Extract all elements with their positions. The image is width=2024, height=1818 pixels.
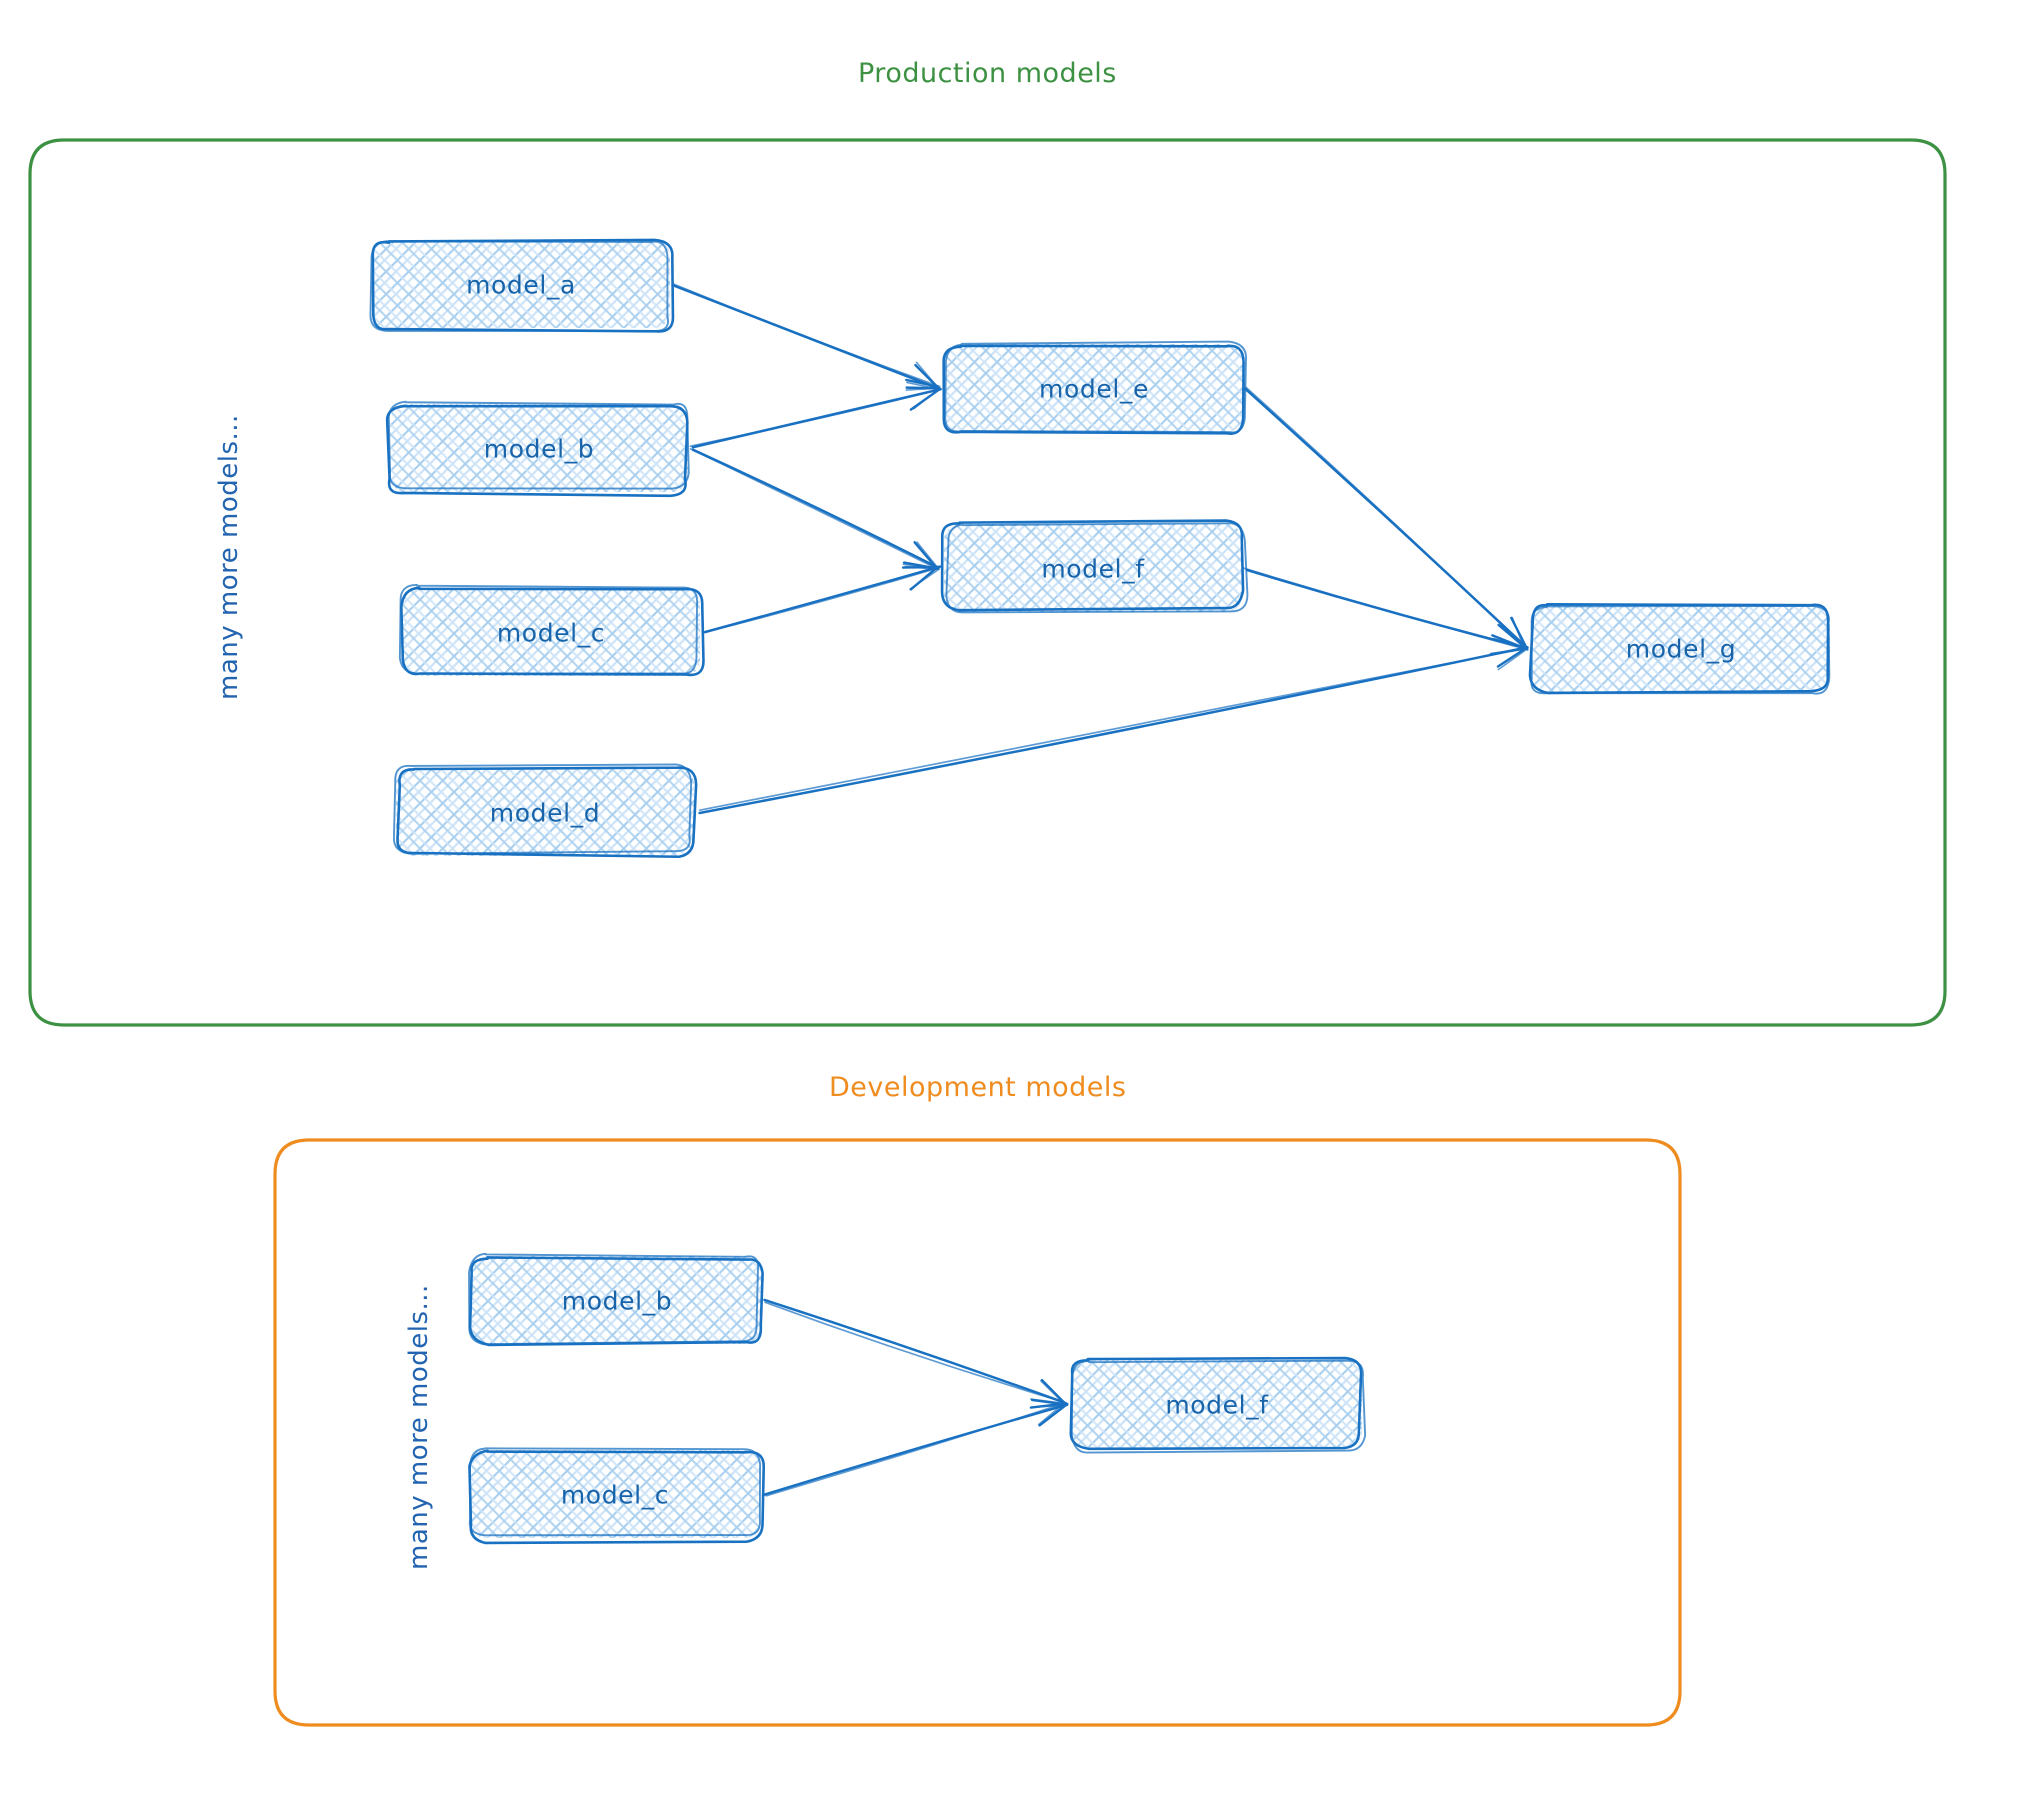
model-edge — [689, 448, 939, 571]
model-node[interactable] — [468, 1447, 766, 1545]
model-edge-arrowhead — [909, 568, 941, 590]
model-edge-arrowhead — [913, 387, 941, 410]
model-edge — [698, 637, 1529, 815]
model-node[interactable] — [1528, 602, 1831, 695]
model-node[interactable] — [369, 238, 675, 333]
model-node[interactable] — [1069, 1356, 1367, 1454]
model-node[interactable] — [385, 400, 690, 498]
model-node-outline — [393, 763, 693, 855]
model-node-outline — [398, 583, 699, 675]
model-node-outline — [396, 766, 698, 859]
model-node[interactable] — [393, 763, 698, 859]
model-node-outline — [942, 344, 1245, 435]
model-edge-line — [765, 1402, 1067, 1497]
model-edge-arrowhead — [1497, 648, 1528, 671]
model-node-fill-cross — [396, 768, 694, 856]
model-edge-arrowhead — [906, 381, 941, 391]
model-node[interactable] — [398, 583, 705, 677]
model-node-outline — [468, 1252, 760, 1346]
edge-layer — [671, 283, 1529, 1497]
model-edge-line — [698, 647, 1528, 812]
model-edge-arrowhead — [1030, 1398, 1069, 1405]
model-edge-arrowhead — [913, 541, 939, 570]
model-edge-arrowhead — [1040, 1380, 1067, 1406]
node-layer — [369, 238, 1831, 1545]
model-node-outline — [945, 522, 1249, 614]
model-edge-arrowhead — [902, 563, 938, 570]
production-group-frame — [28, 138, 1947, 1027]
model-edge-arrowhead — [1037, 1402, 1066, 1426]
model-edge — [763, 1298, 1069, 1409]
model-edge-line — [703, 565, 942, 634]
development-group-frame — [273, 1138, 1682, 1727]
model-node-fill-cross — [472, 1256, 762, 1344]
model-node-outline — [1530, 605, 1831, 695]
model-edge-line — [689, 448, 938, 570]
model-node-fill-cross — [402, 588, 700, 676]
model-edge-arrowhead — [1500, 624, 1529, 649]
model-edge-arrowhead — [916, 541, 939, 569]
model-edge — [703, 561, 942, 634]
model-edge-line — [764, 1301, 1067, 1404]
model-node-outline — [468, 1449, 766, 1545]
model-edge-line — [672, 283, 941, 388]
model-edge — [671, 283, 941, 391]
model-node-outline — [387, 400, 690, 490]
model-node[interactable] — [942, 340, 1247, 435]
model-edge-arrowhead — [1492, 637, 1529, 649]
model-node-fill-cross — [1532, 604, 1830, 692]
model-edge — [1242, 567, 1529, 656]
model-edge-arrowhead — [915, 361, 940, 390]
model-node-outline — [944, 340, 1247, 434]
model-node[interactable] — [940, 519, 1249, 614]
production-group-title: Production models — [858, 58, 1117, 89]
model-node[interactable] — [468, 1252, 764, 1347]
model-node-fill-cross — [944, 524, 1242, 612]
development-group-title: Development models — [829, 1072, 1127, 1103]
model-node-fill-cross — [945, 344, 1243, 432]
model-node-fill-cross — [390, 404, 688, 492]
model-edge-line — [1242, 567, 1527, 650]
model-edge-line — [1245, 386, 1528, 650]
model-node-fill-cross — [372, 240, 670, 328]
model-node-outline — [369, 240, 669, 332]
model-edge-line — [763, 1298, 1066, 1404]
model-node-fill-cross — [470, 1450, 760, 1538]
model-edge-arrowhead — [905, 378, 939, 388]
model-edge — [761, 1398, 1069, 1497]
model-node-outline — [1069, 1356, 1363, 1451]
model-node-fill-cross — [1072, 1360, 1362, 1448]
model-edge-arrowhead — [1497, 623, 1527, 649]
model-edge-line — [689, 388, 940, 448]
group-frames — [28, 138, 1947, 1727]
model-node-outline — [1070, 1359, 1367, 1454]
model-edge-arrowhead — [1496, 646, 1528, 668]
model-edge — [689, 378, 942, 449]
model-edge-arrowhead — [1040, 1378, 1068, 1406]
model-edge-arrowhead — [1038, 1402, 1069, 1427]
model-node-outline — [468, 1447, 762, 1537]
model-edge-line — [703, 566, 941, 634]
